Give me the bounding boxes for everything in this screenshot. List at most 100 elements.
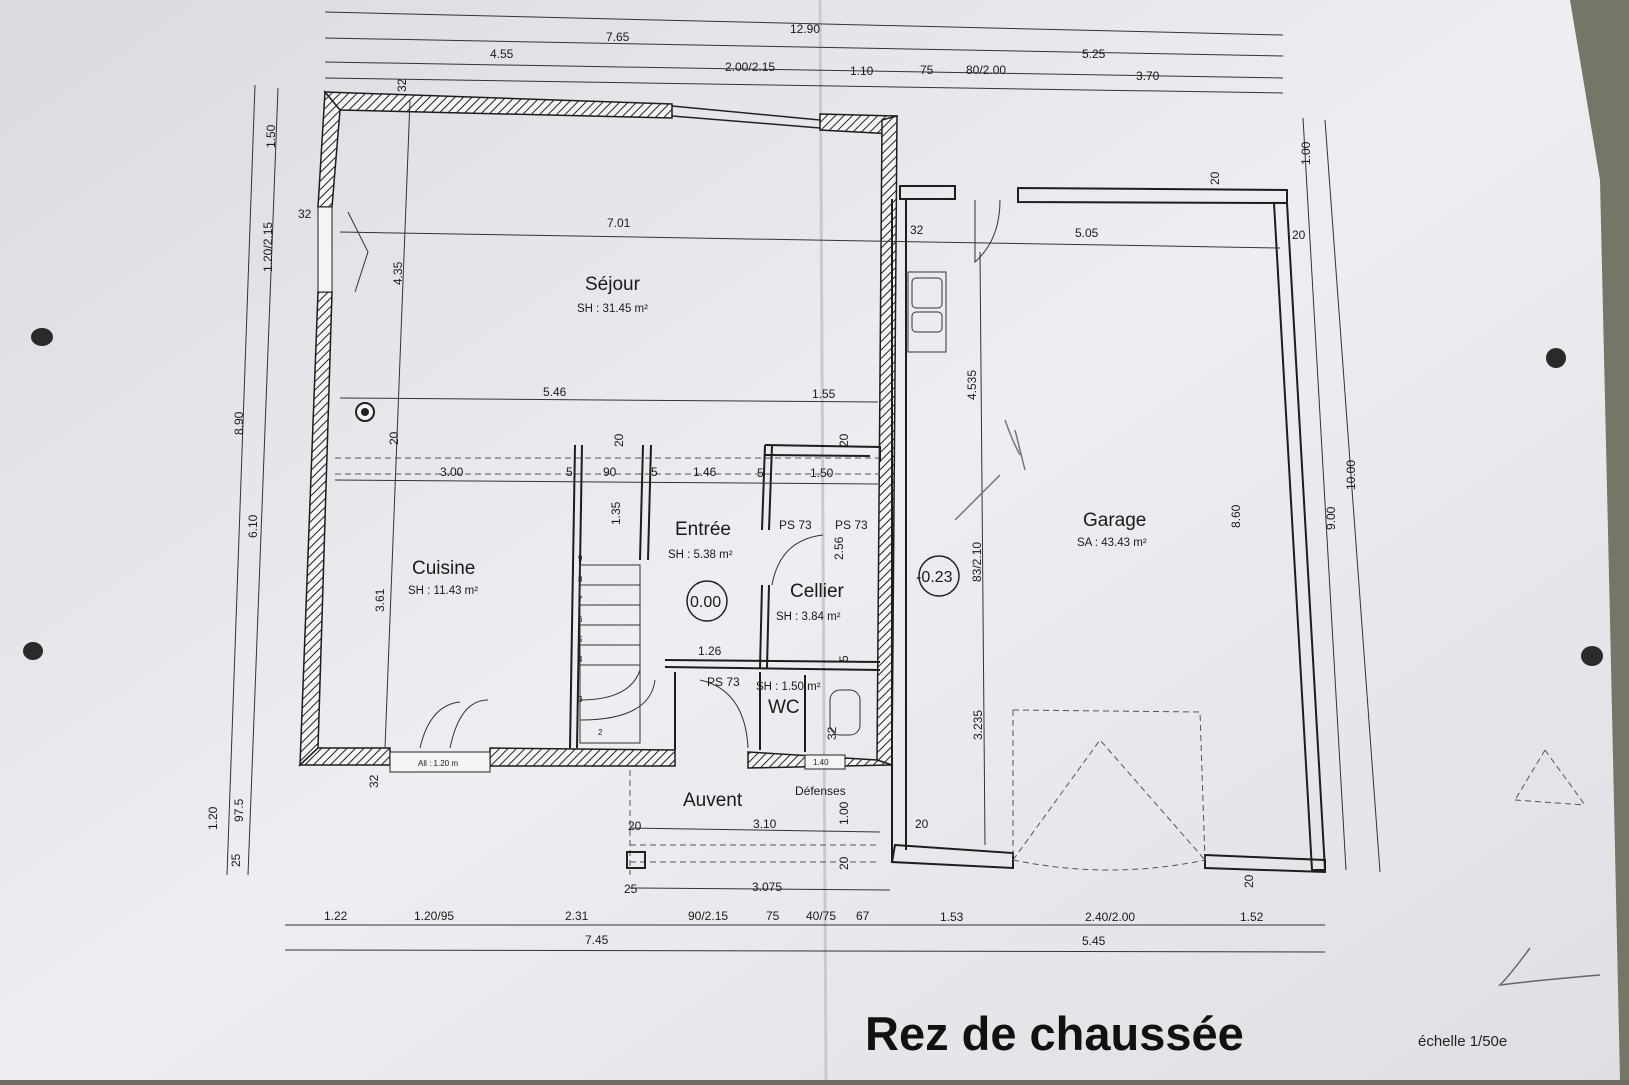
dim-6-10: 6.10 [246,514,260,538]
interior-dimension-text: 7.01 5.05 32 20 5.46 1.55 3.00 90 1.46 1… [367,171,1306,896]
signature-mark [1497,947,1601,987]
dim-1-52: 1.52 [1240,910,1264,924]
room-garage-area: SA : 43.43 m² [1077,537,1147,549]
dim-75: 75 [920,63,934,77]
punch-hole [23,642,43,660]
dim-1-50: 1.50 [264,124,278,148]
window-tag: All : 1.20 m [418,759,458,768]
dim-20-c: 20 [837,433,851,447]
ps-left: PS 73 [779,518,812,532]
dim-20-e: 20 [915,817,929,831]
dim-8-60: 8.60 [1229,504,1243,528]
dim-1-22: 1.22 [324,909,348,923]
interior-dimensions [334,99,1281,891]
dim-1-00-auvent: 1.00 [837,801,851,825]
dim-80-2-00: 80/2.00 [966,63,1006,77]
dim-5-d: 5 [837,655,851,662]
dim-1-53: 1.53 [940,910,964,924]
dim-total-width: 12.90 [790,22,820,36]
dim-7-01: 7.01 [607,216,631,230]
dim-7-45: 7.45 [585,933,609,947]
dim-3-235: 3.235 [971,710,985,740]
dim-20-h: 20 [837,856,851,870]
bottom-dimensions: 1.22 1.20/95 2.31 90/2.15 75 40/75 67 1.… [284,909,1326,953]
dim-20-garage: 20 [1292,228,1306,242]
dim-90-2-15: 90/2.15 [688,909,728,923]
dim-8-90: 8.90 [232,411,246,435]
stair-step: 7 [578,595,583,604]
right-dimensions: 1.00 9.00 10.00 8.60 [1229,117,1381,873]
room-cuisine-name: Cuisine [412,558,475,579]
stair-step: 4 [578,655,583,664]
dim-1-10: 1.10 [850,64,874,78]
dim-5-25: 5.25 [1082,47,1106,61]
room-garage-name: Garage [1083,510,1146,531]
dim-2-40-2-00: 2.40/2.00 [1085,910,1135,924]
interior-walls [335,211,881,875]
room-entree-area: SH : 5.38 m² [668,549,733,561]
dim-1-46: 1.46 [693,465,717,479]
dim-2-00-2-15: 2.00/2.15 [725,60,775,74]
level-garage: -0.23 [916,569,953,586]
garage-walls [890,185,1327,874]
dim-5-a: 5 [566,465,573,479]
dim-5-b: 5 [651,465,658,479]
room-sejour-area: SH : 31.45 m² [577,303,648,315]
dim-97-5: 97.5 [232,798,246,822]
dim-1-55: 1.55 [812,387,836,401]
north-arrow-partial [1514,749,1586,806]
dim-20-d: 20 [1208,171,1222,185]
stair-step: 9 [578,554,583,563]
plan-scale: échelle 1/50e [1418,1033,1507,1050]
dim-32-garage: 32 [910,223,924,237]
pencil-annotation [954,419,1026,521]
dim-32-top: 32 [395,78,409,92]
stair-step: 6 [578,615,583,624]
dim-1-50-cellier: 1.50 [810,466,834,480]
dim-75-bottom: 75 [766,909,780,923]
dim-1-00: 1.00 [1299,141,1313,165]
stair-step: 8 [578,575,583,584]
stair-numbers: 9 8 7 6 5 4 3 2 [578,554,603,737]
dim-20-b: 20 [612,433,626,447]
dim-32-wc: 32 [825,726,839,740]
dim-20-g: 20 [1242,874,1256,888]
dim-1-35: 1.35 [609,501,623,525]
dim-3-00: 3.00 [440,465,464,479]
dim-67: 67 [856,909,870,923]
dim-2-31: 2.31 [565,909,589,923]
stair-step: 2 [598,728,603,737]
dim-1-26: 1.26 [698,644,722,658]
punch-hole [1546,348,1566,368]
room-cuisine-area: SH : 11.43 m² [408,585,478,597]
dim-32-bottom: 32 [367,774,381,788]
room-entree-name: Entrée [675,519,731,540]
ps-right: PS 73 [835,518,868,532]
dim-3-70: 3.70 [1136,69,1160,83]
room-wc-area: SH : 1.50 m² [756,681,821,693]
dim-25-auvent: 25 [624,882,638,896]
defenses-label: Défenses [795,784,846,798]
punch-hole [31,328,53,346]
dim-40-75: 40/75 [806,909,836,923]
room-wc-name: WC [768,697,800,718]
room-sejour-name: Séjour [585,274,641,295]
room-labels: Séjour SH : 31.45 m² Cuisine SH : 11.43 … [408,274,1147,811]
dim-3-61: 3.61 [373,588,387,612]
dim-4-35: 4.35 [391,261,405,285]
punch-hole [1581,646,1603,666]
dim-3-10: 3.10 [753,817,777,831]
room-cellier-area: SH : 3.84 m² [776,611,841,623]
dim-5-05: 5.05 [1075,226,1099,240]
dim-4-535: 4.535 [965,370,979,400]
dim-83-2-10: 83/2.10 [970,542,984,582]
level-main: 0.00 [690,594,721,611]
dim-25: 25 [229,853,243,867]
top-dimensions: 12.90 7.65 5.25 4.55 2.00/2.15 1.10 75 8… [324,11,1284,94]
ps-wc: PS 73 [707,675,740,689]
level-markers: 0.00 -0.23 [686,555,960,622]
small-labels: PS 73 PS 73 PS 73 Défenses All : 1.20 m … [418,518,868,798]
